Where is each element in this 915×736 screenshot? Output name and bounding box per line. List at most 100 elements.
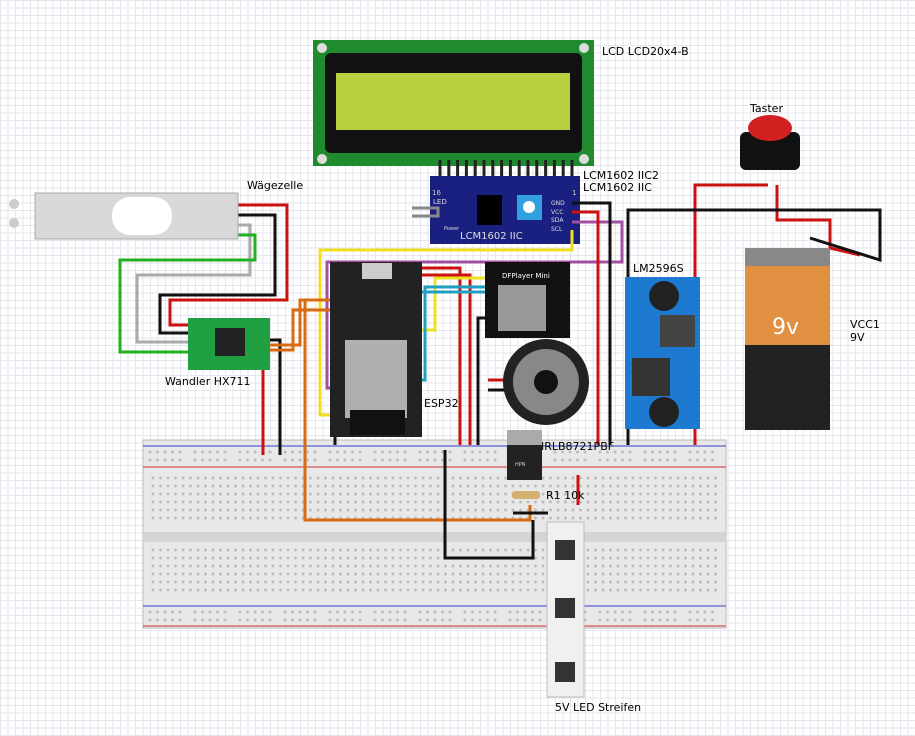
- breadboard-hole: [621, 450, 624, 454]
- breadboard-hole: [531, 610, 534, 614]
- breadboard-hole: [474, 484, 477, 488]
- breadboard-hole: [684, 508, 687, 512]
- wire-led: [412, 206, 440, 218]
- breadboard-hole: [291, 450, 294, 454]
- breadboard-hole: [519, 588, 522, 592]
- breadboard-hole: [226, 484, 230, 488]
- breadboard-hole: [339, 508, 342, 512]
- breadboard-hole: [159, 484, 162, 488]
- breadboard-hole: [609, 492, 612, 496]
- breadboard-hole: [646, 572, 650, 576]
- breadboard-hole: [676, 564, 680, 568]
- breadboard-hole: [211, 476, 215, 480]
- breadboard-hole: [639, 516, 642, 520]
- breadboard-hole: [151, 572, 155, 576]
- breadboard-hole: [193, 450, 197, 454]
- breadboard-hole: [294, 516, 297, 520]
- breadboard-hole: [283, 610, 287, 614]
- breadboard-hole: [616, 476, 620, 480]
- breadboard-hole: [316, 508, 320, 512]
- breadboard-hole: [351, 618, 354, 622]
- breadboard-hole: [706, 564, 710, 568]
- breadboard-hole: [414, 564, 417, 568]
- breadboard-hole: [474, 548, 477, 552]
- breadboard-hole: [369, 476, 372, 480]
- breadboard-hole: [246, 450, 249, 454]
- breadboard-hole: [564, 516, 567, 520]
- breadboard-hole: [594, 484, 597, 488]
- breadboard-hole: [294, 564, 297, 568]
- breadboard-hole: [196, 508, 200, 512]
- breadboard-hole: [384, 564, 387, 568]
- breadboard-hole: [714, 500, 717, 504]
- breadboard-hole: [354, 500, 357, 504]
- breadboard-hole: [504, 548, 507, 552]
- breadboard-hole: [163, 450, 167, 454]
- breadboard-hole: [666, 458, 669, 462]
- push-button[interactable]: Taster: [740, 102, 800, 170]
- breadboard-hole: [463, 610, 467, 614]
- breadboard-hole: [451, 508, 455, 512]
- wire-gnd-lcd: [572, 201, 612, 445]
- breadboard-hole: [268, 610, 272, 614]
- breadboard-hole: [166, 556, 170, 560]
- breadboard-hole: [676, 580, 680, 584]
- breadboard-hole: [369, 580, 372, 584]
- breadboard-hole: [286, 564, 290, 568]
- breadboard-hole: [568, 450, 572, 454]
- breadboard-hole: [316, 556, 320, 560]
- breadboard-hole: [181, 484, 185, 488]
- breadboard-hole: [294, 492, 297, 496]
- breadboard-hole: [174, 580, 177, 584]
- breadboard-hole: [331, 476, 335, 480]
- lcd-label: LCD LCD20x4-B: [602, 45, 689, 58]
- wire-hx-gnd: [268, 338, 282, 455]
- breadboard-hole: [669, 580, 672, 584]
- breadboard-hole: [369, 484, 372, 488]
- breadboard-hole: [474, 572, 477, 576]
- breadboard-hole: [646, 516, 650, 520]
- breadboard-hole: [429, 564, 432, 568]
- breadboard-hole: [201, 618, 204, 622]
- breadboard-hole: [204, 500, 207, 504]
- breadboard-hole: [309, 588, 312, 592]
- breadboard-hole: [166, 548, 170, 552]
- breadboard-hole: [204, 588, 207, 592]
- breadboard-hole: [583, 450, 587, 454]
- breadboard-hole: [534, 516, 537, 520]
- breadboard-hole: [496, 492, 500, 496]
- breadboard-hole: [211, 572, 215, 576]
- breadboard-hole: [676, 572, 680, 576]
- breadboard-hole: [714, 484, 717, 488]
- breadboard-hole: [196, 580, 200, 584]
- breadboard-hole: [196, 556, 200, 560]
- breadboard-hole: [418, 610, 422, 614]
- breadboard-hole: [211, 556, 215, 560]
- breadboard-hole: [609, 508, 612, 512]
- breadboard-hole: [346, 580, 350, 584]
- breadboard-hole: [586, 476, 590, 480]
- breadboard-hole: [489, 572, 492, 576]
- breadboard-hole: [264, 508, 267, 512]
- breadboard-hole: [519, 508, 522, 512]
- breadboard-hole: [181, 548, 185, 552]
- breadboard-hole: [189, 588, 192, 592]
- breadboard-hole: [496, 564, 500, 568]
- breadboard-hole: [264, 588, 267, 592]
- breadboard-hole: [696, 610, 699, 614]
- breadboard-hole: [436, 572, 440, 576]
- breadboard-hole: [661, 508, 665, 512]
- breadboard-hole: [178, 458, 182, 462]
- breadboard-hole: [219, 508, 222, 512]
- breadboard-hole: [316, 548, 320, 552]
- breadboard-hole: [519, 572, 522, 576]
- breadboard-hole: [313, 618, 317, 622]
- breadboard-hole: [654, 564, 657, 568]
- breadboard-hole: [583, 458, 587, 462]
- breadboard-hole: [249, 476, 252, 480]
- breadboard-hole: [654, 492, 657, 496]
- breadboard-hole: [211, 564, 215, 568]
- breadboard-hole: [586, 580, 590, 584]
- breadboard-hole: [631, 548, 635, 552]
- breadboard-hole: [163, 458, 167, 462]
